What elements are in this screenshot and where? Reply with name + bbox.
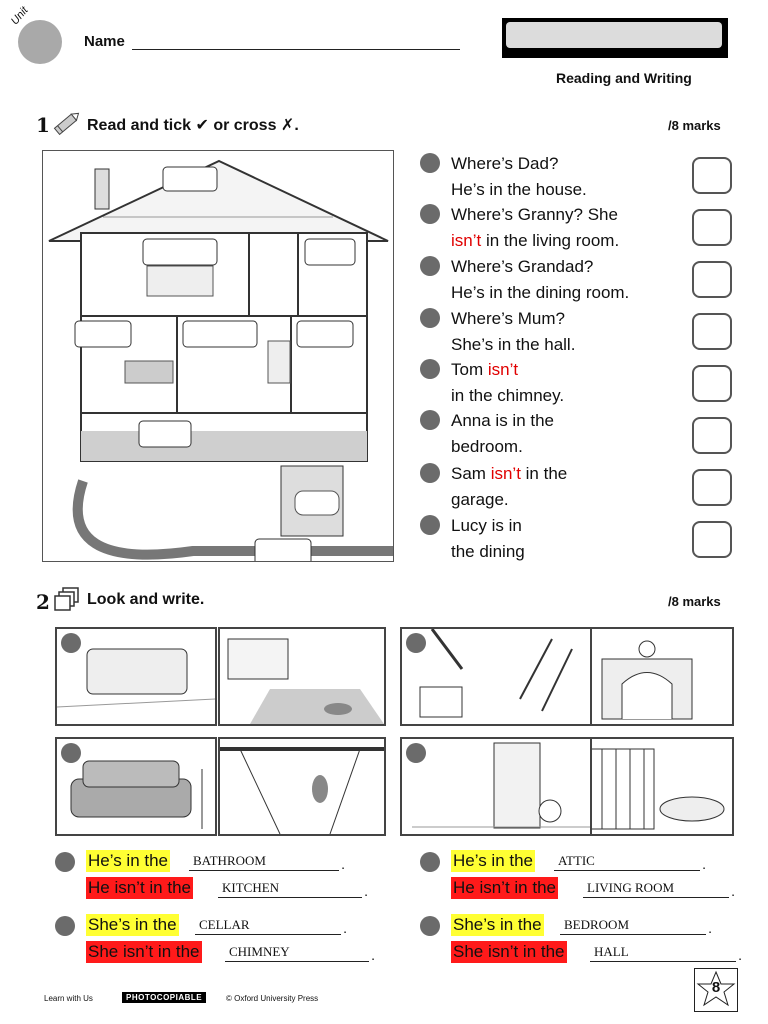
footer-brand: Learn with Us xyxy=(44,994,93,1003)
picture-cellar xyxy=(55,737,217,836)
answer-field[interactable]: ATTIC. xyxy=(554,850,706,872)
footer-copyright: © Oxford University Press xyxy=(226,994,319,1003)
star-icon xyxy=(696,970,736,1007)
tick-checkbox[interactable] xyxy=(692,261,732,298)
picture-hall xyxy=(400,737,592,836)
house-drawing xyxy=(48,159,393,566)
answer-row: He’s in the ATTIC. xyxy=(420,850,710,872)
answer-field[interactable]: HALL. xyxy=(590,941,742,963)
answer-row: She’s in the CELLAR. xyxy=(55,914,355,936)
answer-field[interactable]: BATHROOM. xyxy=(189,850,345,872)
tick-checkbox[interactable] xyxy=(692,417,732,454)
page-number: 8 xyxy=(694,968,738,1012)
section2-marks: /8 marks xyxy=(668,594,721,609)
picture-bedroom xyxy=(590,737,734,836)
picture-kitchen xyxy=(218,627,386,726)
answer-row: He’s in the BATHROOM. xyxy=(55,850,355,872)
answer-field[interactable]: BEDROOM. xyxy=(560,914,712,936)
answer-row: She isn’t in the CHIMNEY. xyxy=(86,941,375,963)
answer-row: He isn’t in the LIVING ROOM. xyxy=(451,877,735,899)
picture-living-room xyxy=(590,627,734,726)
pencil-icon xyxy=(53,112,80,136)
title-box xyxy=(502,18,728,58)
answer-field[interactable]: CHIMNEY. xyxy=(225,941,375,963)
skill-heading: Reading and Writing xyxy=(556,70,692,86)
section1-number: 1 xyxy=(36,113,50,137)
tick-checkbox[interactable] xyxy=(692,313,732,350)
answer-row: She isn’t in the HALL. xyxy=(451,941,742,963)
tick-checkbox[interactable] xyxy=(692,157,732,194)
answer-field[interactable]: CELLAR. xyxy=(195,914,347,936)
picture-bathroom xyxy=(55,627,217,726)
section1-marks: /8 marks xyxy=(668,118,721,133)
pictures-icon xyxy=(54,587,79,611)
picture-chimney xyxy=(218,737,386,836)
section2-number: 2 xyxy=(36,590,50,614)
answer-row: She’s in the BEDROOM. xyxy=(420,914,720,936)
picture-attic xyxy=(400,627,592,726)
tick-checkbox[interactable] xyxy=(692,365,732,402)
section2-title: Look and write. xyxy=(87,591,205,608)
name-label: Name xyxy=(84,33,125,50)
name-field[interactable] xyxy=(132,49,460,50)
tick-checkbox[interactable] xyxy=(692,521,732,558)
answer-row: He isn’t in the KITCHEN. xyxy=(86,877,368,899)
tick-checkbox[interactable] xyxy=(692,209,732,246)
section1-title: Read and tick ✔ or cross ✗. xyxy=(87,117,299,134)
house-illustration xyxy=(42,150,394,566)
answer-field[interactable]: KITCHEN. xyxy=(218,877,368,899)
unit-badge xyxy=(18,20,62,64)
answer-field[interactable]: LIVING ROOM. xyxy=(583,877,735,899)
photocopiable-badge: PHOTOCOPIABLE xyxy=(122,992,207,1003)
tick-checkbox[interactable] xyxy=(692,469,732,506)
